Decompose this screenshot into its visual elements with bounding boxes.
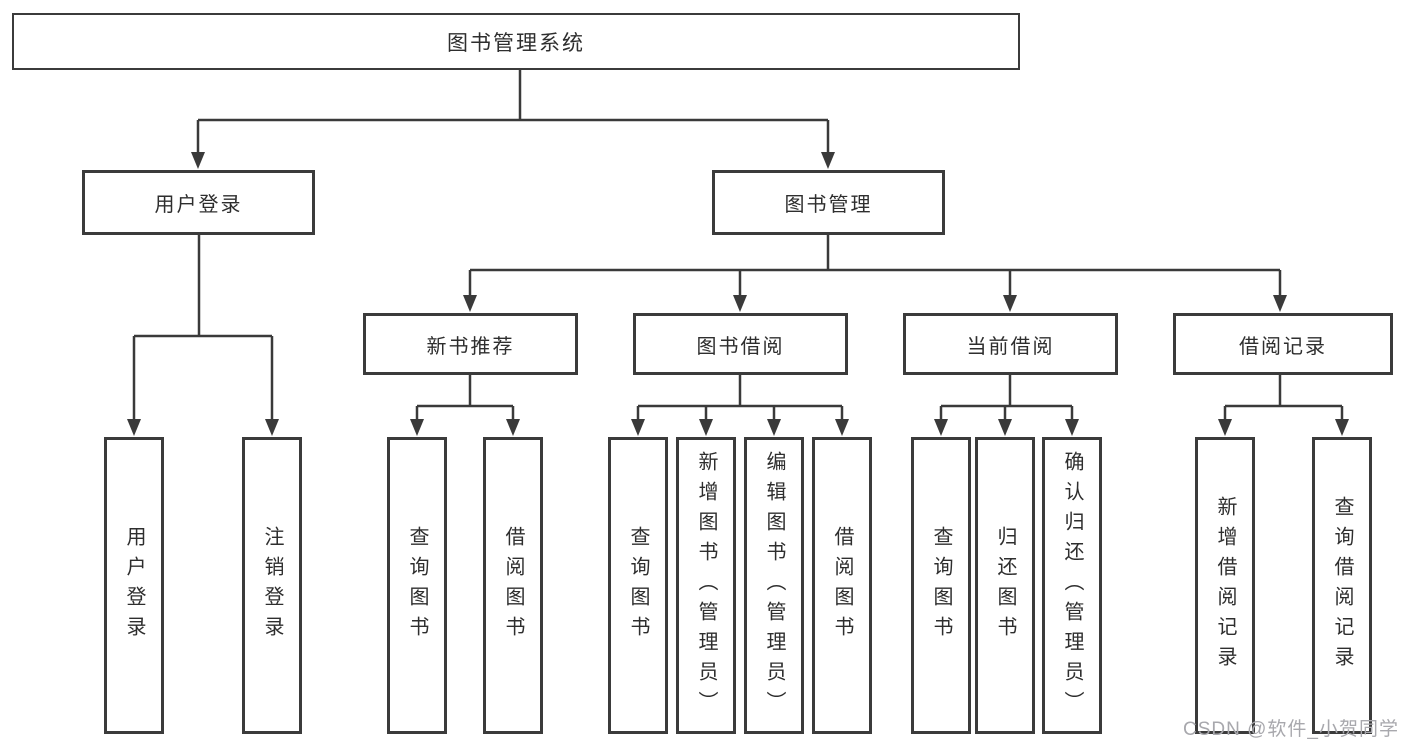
diagram-node-root: 图书管理系统 bbox=[12, 13, 1020, 70]
diagram-node-leaf-add-borrow-record: 新增借阅记录 bbox=[1195, 437, 1255, 734]
diagram-node-leaf-add-books-admin: 新增图书（管理员） bbox=[676, 437, 736, 734]
diagram-node-leaf-query-borrow-record: 查询借阅记录 bbox=[1312, 437, 1372, 734]
diagram-node-book-management: 图书管理 bbox=[712, 170, 945, 235]
diagram-node-current-borrowing: 当前借阅 bbox=[903, 313, 1118, 375]
diagram-node-leaf-user-login: 用户登录 bbox=[104, 437, 164, 734]
arrowhead-down-icon bbox=[733, 295, 747, 312]
diagram-node-leaf-borrow-books-borrowing: 借阅图书 bbox=[812, 437, 872, 734]
arrowhead-down-icon bbox=[127, 419, 141, 436]
diagram-node-book-borrowing: 图书借阅 bbox=[633, 313, 848, 375]
arrowhead-down-icon bbox=[191, 152, 205, 169]
arrowhead-down-icon bbox=[631, 419, 645, 436]
arrowhead-down-icon bbox=[265, 419, 279, 436]
watermark-text: CSDN @软件_小贺同学 bbox=[1183, 719, 1399, 740]
diagram-node-leaf-query-books-borrowing: 查询图书 bbox=[608, 437, 668, 734]
arrowhead-down-icon bbox=[1003, 295, 1017, 312]
arrowhead-down-icon bbox=[699, 419, 713, 436]
arrowhead-down-icon bbox=[1218, 419, 1232, 436]
arrowhead-down-icon bbox=[767, 419, 781, 436]
diagram-node-leaf-edit-books-admin: 编辑图书（管理员） bbox=[744, 437, 804, 734]
diagram-node-user-login: 用户登录 bbox=[82, 170, 315, 235]
arrowhead-down-icon bbox=[463, 295, 477, 312]
arrowhead-down-icon bbox=[1335, 419, 1349, 436]
diagram-node-leaf-confirm-return-admin: 确认归还（管理员） bbox=[1042, 437, 1102, 734]
diagram-node-leaf-query-books-recommend: 查询图书 bbox=[387, 437, 447, 734]
diagram-node-borrowing-records: 借阅记录 bbox=[1173, 313, 1393, 375]
arrowhead-down-icon bbox=[934, 419, 948, 436]
arrowhead-down-icon bbox=[821, 152, 835, 169]
arrowhead-down-icon bbox=[998, 419, 1012, 436]
diagram-node-leaf-borrow-books-recommend: 借阅图书 bbox=[483, 437, 543, 734]
arrowhead-down-icon bbox=[1273, 295, 1287, 312]
arrowhead-down-icon bbox=[506, 419, 520, 436]
arrowhead-down-icon bbox=[1065, 419, 1079, 436]
diagram-node-leaf-logout: 注销登录 bbox=[242, 437, 302, 734]
arrowhead-down-icon bbox=[835, 419, 849, 436]
diagram-node-leaf-query-books-current: 查询图书 bbox=[911, 437, 971, 734]
diagram-node-leaf-return-books: 归还图书 bbox=[975, 437, 1035, 734]
arrowhead-down-icon bbox=[410, 419, 424, 436]
diagram-node-new-book-recommend: 新书推荐 bbox=[363, 313, 578, 375]
